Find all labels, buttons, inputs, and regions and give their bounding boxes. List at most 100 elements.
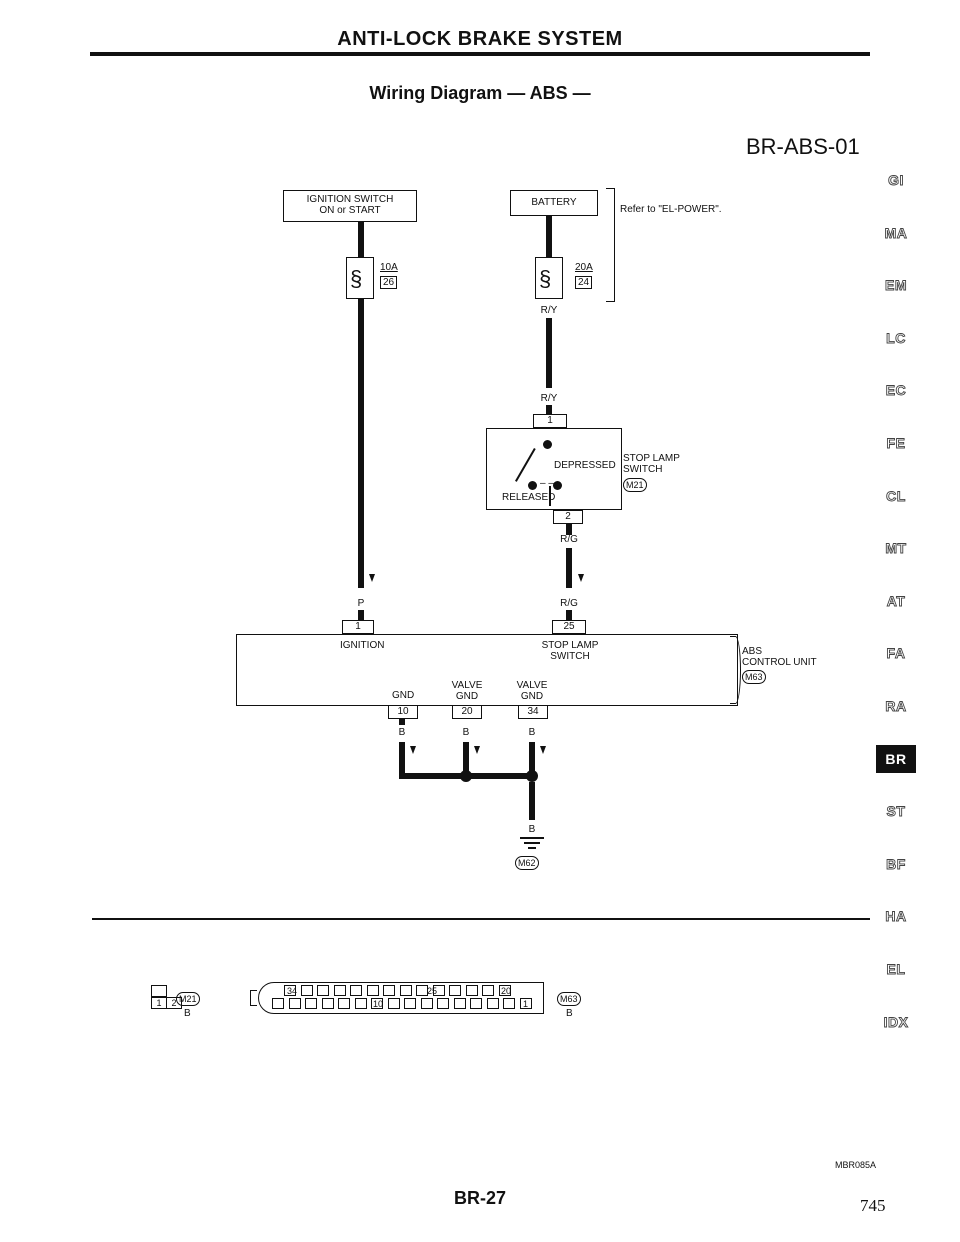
wire-gnd-1 (399, 742, 405, 778)
label-depressed: DEPRESSED (554, 460, 616, 471)
section-tab-lc[interactable]: LC (886, 329, 906, 346)
abs-control-unit-box (236, 634, 738, 706)
connector-m63-label-1: 1 (523, 999, 529, 1009)
section-tab-ma[interactable]: MA (884, 224, 908, 241)
wire-color-rg-bottom: R/G (560, 598, 578, 609)
section-tab-el[interactable]: EL (886, 960, 906, 977)
section-tab-idx[interactable]: IDX (883, 1013, 909, 1030)
page-number: 745 (860, 1196, 886, 1215)
fuse-bat-number: 24 (575, 276, 593, 289)
fuse-symbol-icon: § (350, 266, 363, 291)
connector-cavity (519, 998, 532, 1009)
section-tab-fe[interactable]: FE (886, 434, 906, 452)
wire-ign-stub (358, 610, 364, 622)
arrow-down-icon (578, 574, 584, 582)
wire-color-b-3: B (528, 727, 536, 738)
arrow-down-icon (410, 746, 416, 754)
pin-abs-gnd: 10 (388, 705, 418, 719)
wire-rg-stub (566, 523, 572, 535)
diagram-subtitle: Wiring Diagram — ABS — (369, 83, 591, 103)
wire-color-ry-bottom: R/Y (540, 393, 558, 404)
pin-abs-valve1: 20 (452, 705, 482, 719)
wire-color-b-1: B (398, 727, 406, 738)
connector-cavity (470, 998, 482, 1009)
section-tab-bf[interactable]: BF (886, 855, 906, 872)
pin-abs-ignition: 1 (342, 620, 374, 634)
connector-cavity (432, 985, 445, 996)
abs-pin-valve2-label: VALVE GND (516, 680, 548, 702)
connector-m21-color: B (184, 1008, 191, 1019)
connector-cavity (453, 998, 466, 1009)
divider (92, 918, 870, 920)
arrow-down-icon (369, 574, 375, 582)
switch-contact-icon (528, 481, 537, 490)
section-tab-gi[interactable]: GI (888, 172, 904, 189)
pin-abs-stop-lamp: 25 (552, 620, 586, 634)
wire-color-ry-top: R/Y (540, 305, 558, 316)
connector-cavity (300, 985, 313, 996)
connector-cavity (366, 985, 379, 996)
abs-pin-ignition-label: IGNITION (340, 640, 385, 651)
connector-cavity (437, 998, 449, 1009)
section-tab-ra[interactable]: RA (885, 697, 907, 714)
connector-m63-label-20: 20 (501, 986, 512, 996)
connector-cavity (416, 985, 428, 996)
connector-cavity (284, 985, 296, 996)
connector-cavity (338, 998, 350, 1009)
wire-rg-stub2 (566, 610, 572, 622)
wire-ign-top (358, 221, 364, 257)
section-tab-br[interactable]: BR (876, 744, 916, 773)
connector-m63-label-34: 34 (287, 986, 298, 996)
wire-color-p-bottom: P (357, 598, 365, 609)
connector-cavity (354, 998, 367, 1009)
figure-code: MBR085A (835, 1160, 877, 1170)
connector-m63-view-badge: M63 (557, 992, 581, 1006)
wire-gnd-3 (529, 742, 535, 778)
refer-bracket (606, 188, 615, 302)
connector-cavity (371, 998, 383, 1009)
switch-dash-icon: – – (540, 478, 554, 489)
section-tab-at[interactable]: AT (886, 592, 906, 609)
wire-gnd-down (529, 782, 535, 820)
refer-note: Refer to "EL-POWER". (620, 204, 722, 215)
section-tab-em[interactable]: EM (885, 277, 907, 294)
connector-m63-badge: M63 (742, 670, 766, 684)
section-tab-ha[interactable]: HA (885, 908, 907, 925)
section-tab-st[interactable]: ST (886, 803, 906, 820)
label-released: RELEASED (502, 492, 556, 503)
connector-m63-label-10: 10 (373, 999, 384, 1009)
connector-cavity (387, 998, 400, 1009)
connector-cavity (321, 998, 334, 1009)
wire-rg-main (566, 548, 572, 588)
connector-cavity (317, 985, 329, 996)
fuse-ign-number: 26 (380, 276, 398, 289)
section-tab-fa[interactable]: FA (886, 645, 906, 662)
section-tab-cl[interactable]: CL (886, 487, 906, 504)
page-title: ANTI-LOCK BRAKE SYSTEM (337, 28, 623, 50)
wire-bat-stub (546, 405, 552, 415)
arrow-down-icon (540, 746, 546, 754)
ground-symbol-icon (524, 842, 540, 844)
connector-m63-label-25: 25 (427, 986, 438, 996)
section-tab-ec[interactable]: EC (885, 382, 907, 399)
title-rule (90, 52, 870, 56)
abs-pin-stop-lamp-label: STOP LAMP SWITCH (541, 640, 599, 662)
fuse-symbol-icon: § (539, 266, 552, 291)
ground-symbol-icon (528, 847, 536, 849)
connector-m63-color: B (566, 1008, 573, 1019)
connector-cavity (503, 998, 515, 1009)
connector-cavity (350, 985, 362, 996)
connector-cavity (449, 985, 461, 996)
battery-box: BATTERY (510, 190, 598, 216)
fuse-battery (535, 257, 563, 299)
abs-unit-bracket (730, 636, 741, 704)
connector-m63-face (258, 982, 544, 1014)
section-tab-mt[interactable]: MT (885, 540, 907, 557)
pin-stop-lamp-2: 2 (553, 510, 583, 524)
wire-ign-main (358, 298, 364, 588)
pin-stop-lamp-1: 1 (533, 414, 567, 428)
ignition-switch-label: IGNITION SWITCH ON or START (306, 194, 394, 216)
stop-lamp-switch-box (486, 428, 622, 510)
connector-cavity (465, 985, 478, 996)
connector-face-cell (151, 985, 167, 997)
